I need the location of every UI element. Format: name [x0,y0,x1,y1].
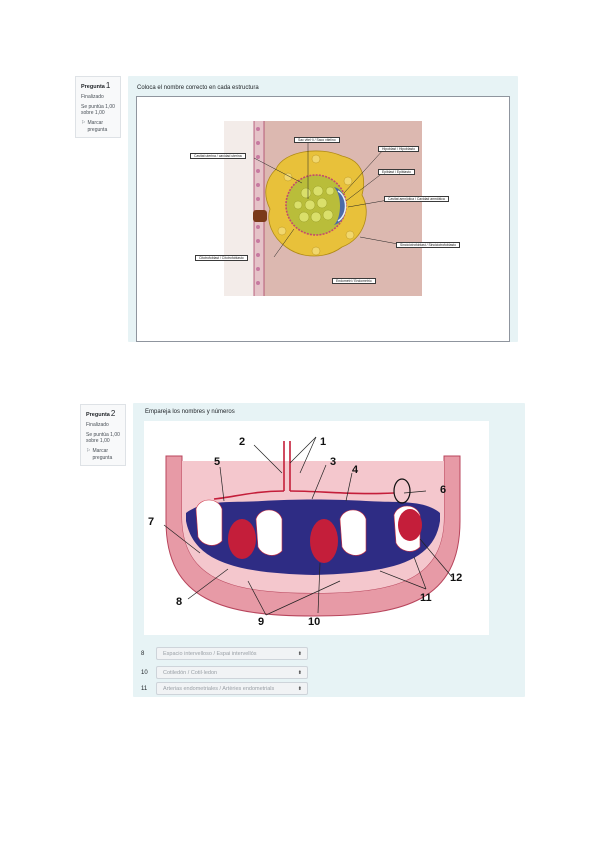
diagram-number-4: 4 [352,464,359,476]
label-cavidad-amniotica[interactable]: Cavitat amniòtica / Cavidad amniótica [384,196,449,202]
question-1-state: Finalizado [81,93,104,100]
match-select-8[interactable]: Espacio intervelloso / Espai intervellós… [156,647,308,660]
match-number: 8 [141,650,145,657]
placenta-diagram-panel: 1 2 3 4 5 6 7 8 9 10 11 12 [144,421,489,635]
label-endometri[interactable]: Endometri / Endometrio [332,278,376,284]
select-caret-icon: ⬍ [297,669,302,676]
match-row-10: 10 Cotiledón / Cotil·ledon ⬍ [141,666,308,679]
label-sinciciotrofoblast[interactable]: Sinciciotrofoblast / Sinciciotrofoblasto [396,242,460,248]
question-1-grade: Se puntúa 1,00 sobre 1,00 [81,103,115,117]
diagram-number-2: 2 [239,436,245,448]
question-2-info: Pregunta2 Finalizado Se puntúa 1,00 sobr… [80,404,126,466]
match-number: 11 [141,685,148,692]
question-1-number: Pregunta1 [81,81,111,90]
label-cavidad-uterina[interactable]: Cavitat uterina / cavidad uterina [190,153,246,159]
question-1-info: Pregunta1 Finalizado Se puntúa 1,00 sobr… [75,76,121,138]
question-1-flag[interactable]: ⚐Marcar pregunta [81,120,108,133]
match-select-10[interactable]: Cotiledón / Cotil·ledon ⬍ [156,666,308,679]
match-row-11: 11 Arterias endometriales / Artèries end… [141,682,308,695]
diagram-number-8: 8 [176,596,182,608]
diagram-number-12: 12 [450,572,462,584]
diagram-number-9: 9 [258,616,264,628]
label-hipoblast[interactable]: Hipoblast / Hipoblasto [378,146,419,152]
flag-icon: ⚐ [81,120,86,127]
select-caret-icon: ⬍ [297,685,302,692]
diagram-number-11: 11 [420,592,432,604]
label-saco-vitelino[interactable]: Sac vitel·lí / Saco vitelino [294,137,340,143]
question-2-number: Pregunta2 [86,409,116,418]
match-number: 10 [141,669,148,676]
placenta-diagram: 1 2 3 4 5 6 7 8 9 10 11 12 [148,436,462,628]
question-1-content: Coloca el nombre correcto en cada estruc… [128,76,518,342]
question-1-prompt: Coloca el nombre correcto en cada estruc… [137,85,259,91]
question-2-content: Empareja los nombres y números [133,403,525,697]
diagram-number-7: 7 [148,516,154,528]
label-epiblast[interactable]: Epiblast / Epiblasto [378,169,415,175]
match-row-8: 8 Espacio intervelloso / Espai intervell… [141,647,308,660]
diagram-number-10: 10 [308,616,320,628]
diagram-number-5: 5 [214,456,220,468]
question-2-prompt: Empareja los nombres y números [145,409,235,415]
question-2-state: Finalizado [86,421,109,428]
select-caret-icon: ⬍ [297,650,302,657]
diagram-number-6: 6 [440,484,446,496]
match-select-11[interactable]: Arterias endometriales / Artèries endome… [156,682,308,695]
diagram-number-3: 3 [330,456,336,468]
question-2-flag[interactable]: ⚐Marcar pregunta [86,448,113,461]
question-2-grade: Se puntúa 1,00 sobre 1,00 [86,431,120,445]
label-citotrofoblast[interactable]: Citotrofoblast / Citotrofoblasto [195,255,248,261]
flag-icon: ⚐ [86,448,91,455]
question-1-dropzone-frame: Sac vitel·lí / Saco vitelino Cavitat ute… [136,96,510,342]
diagram-number-1: 1 [320,436,326,448]
